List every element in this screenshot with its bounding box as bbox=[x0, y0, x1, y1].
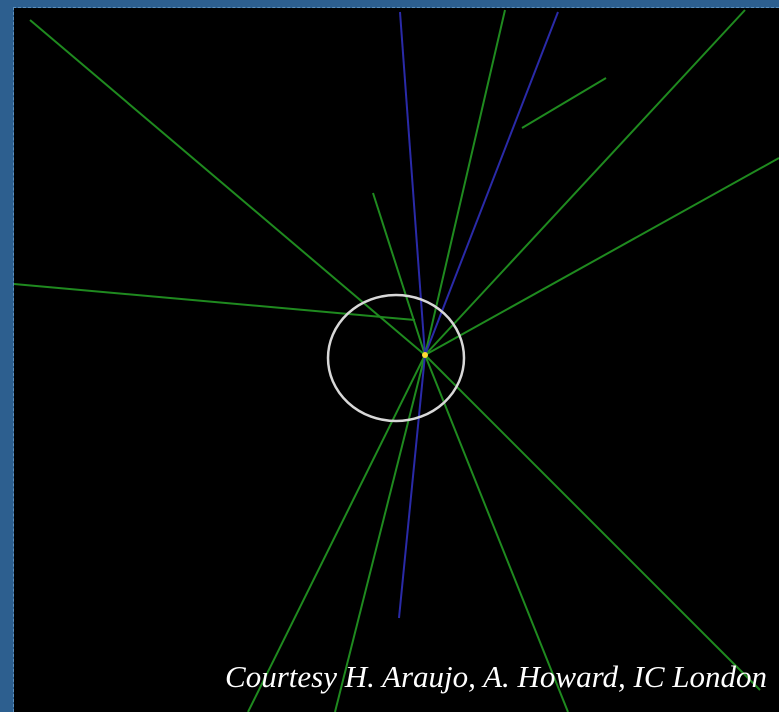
green-track bbox=[424, 9, 506, 356]
green-tracks bbox=[13, 9, 779, 712]
green-track bbox=[29, 19, 426, 356]
green-track bbox=[372, 192, 426, 356]
green-track bbox=[521, 77, 607, 129]
blue-tracks bbox=[398, 11, 559, 619]
blue-track bbox=[399, 11, 426, 356]
blue-track bbox=[424, 11, 559, 356]
green-track bbox=[424, 157, 779, 356]
blue-track bbox=[398, 354, 426, 619]
image-credit-caption: Courtesy H. Araujo, A. Howard, IC London bbox=[225, 659, 767, 694]
detector-ring bbox=[326, 293, 466, 423]
green-track bbox=[334, 354, 426, 712]
green-track bbox=[247, 354, 426, 712]
green-track bbox=[424, 354, 761, 691]
event-display-panel bbox=[14, 8, 779, 712]
interaction-vertex bbox=[422, 352, 428, 358]
green-track bbox=[424, 354, 569, 712]
green-track bbox=[13, 283, 416, 321]
green-track bbox=[424, 9, 746, 356]
